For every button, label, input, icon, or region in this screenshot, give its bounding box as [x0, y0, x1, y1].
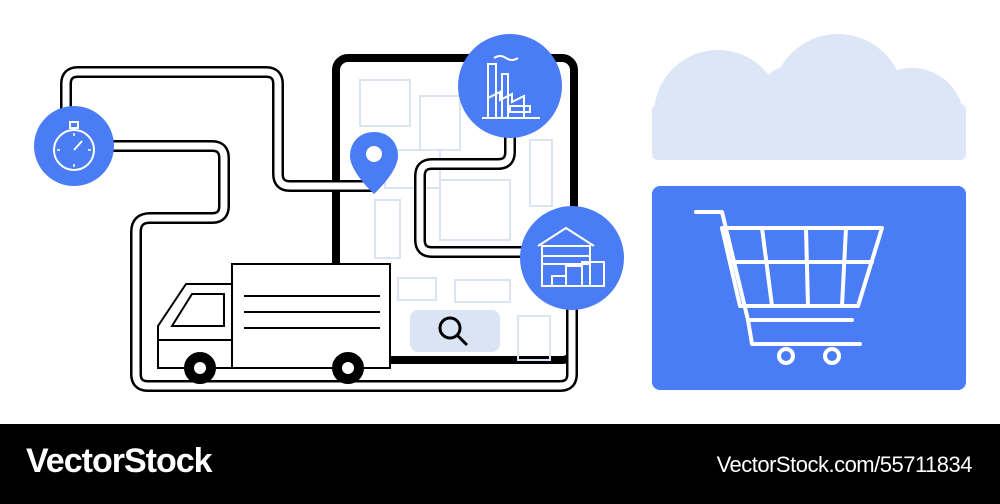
shopping-cart-icon [694, 210, 884, 365]
shopping-cart-panel [652, 186, 966, 390]
factory-icon [458, 34, 562, 138]
search-icon [438, 316, 469, 347]
delivery-route [60, 66, 578, 392]
stopwatch-icon [34, 106, 114, 186]
footer-bar: VectorStock VectorStock.com/55711834 [0, 424, 1000, 504]
cloud-icon [652, 34, 966, 178]
brand-logo: VectorStock [26, 442, 213, 480]
map-search-box[interactable] [410, 310, 500, 352]
warehouse-icon [520, 206, 624, 310]
logistics-illustration [34, 34, 966, 392]
location-pin-icon [350, 132, 398, 194]
delivery-truck-icon [157, 263, 391, 384]
image-id-text: VectorStock.com/55711834 [716, 452, 973, 477]
